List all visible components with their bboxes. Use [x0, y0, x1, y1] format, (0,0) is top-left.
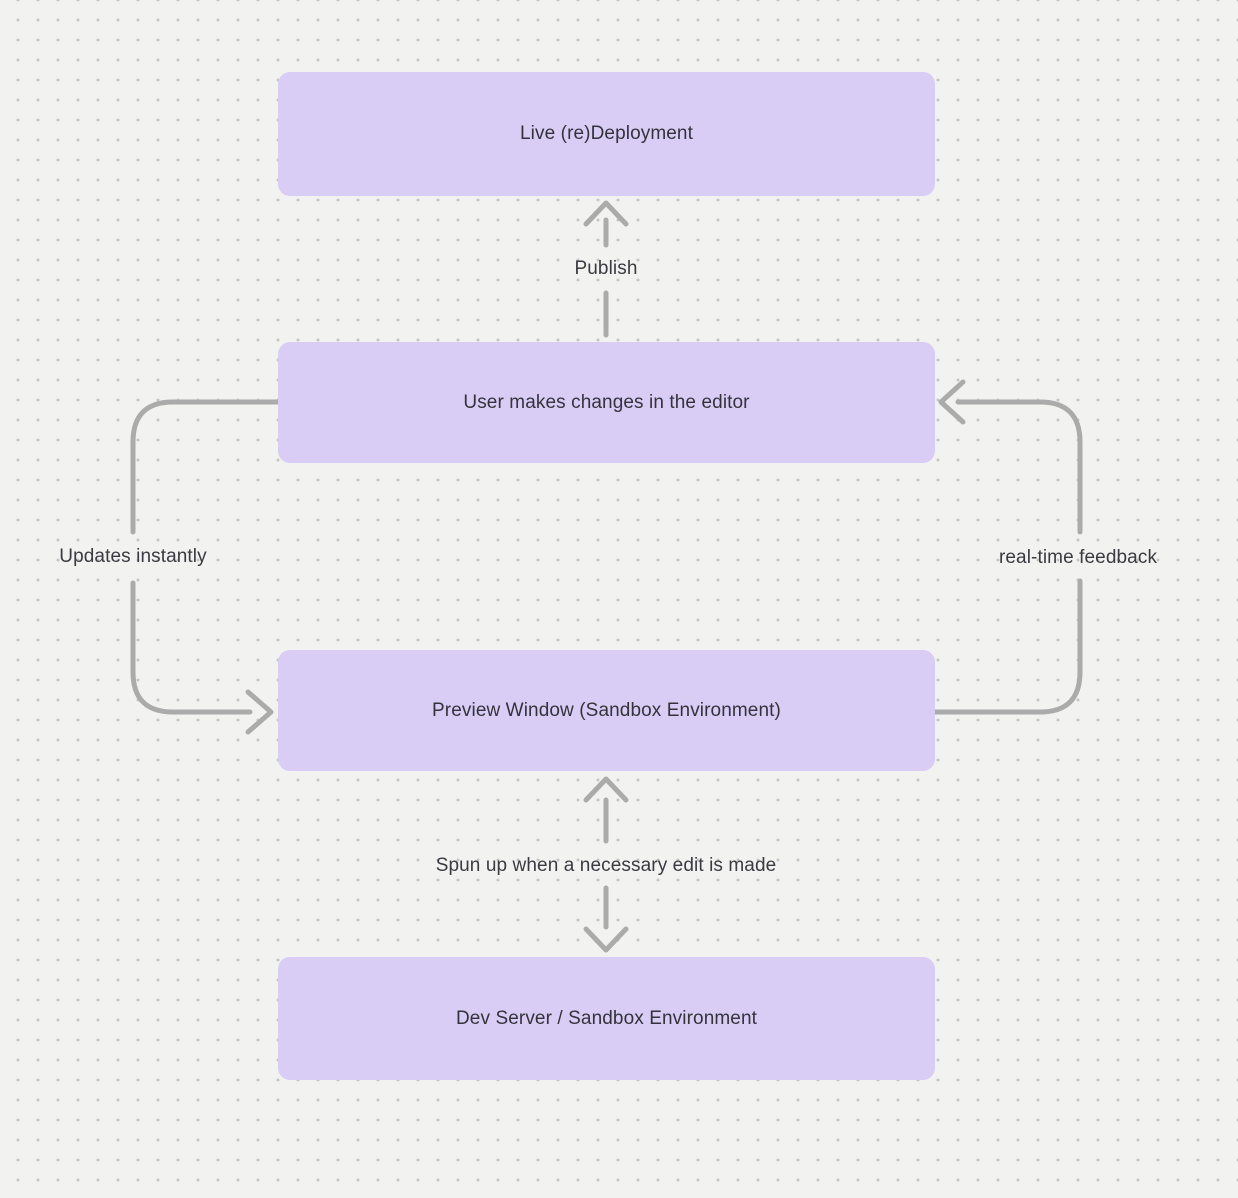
node-live-redeployment-label: Live (re)Deployment	[520, 123, 693, 144]
edge-realtime-segment-upper	[955, 399, 1083, 535]
node-dev-server-label: Dev Server / Sandbox Environment	[455, 1007, 757, 1029]
node-editor-label: User makes changes in the editor	[463, 391, 750, 413]
edge-spun-arrowhead-up-icon	[583, 776, 629, 803]
edge-updates-arrowhead-right-icon	[245, 689, 274, 735]
node-live-redeployment: Live (re)Deployment	[278, 72, 935, 196]
node-editor: User makes changes in the editor	[278, 342, 935, 463]
edge-label-spun-up: Spun up when a necessary edit is made	[435, 855, 777, 876]
edge-updates-segment-lower	[130, 580, 253, 715]
node-dev-server: Dev Server / Sandbox Environment	[278, 957, 935, 1080]
edge-realtime-arrowhead-left-icon	[938, 379, 966, 425]
edge-publish-arrowhead-up-icon	[583, 200, 629, 227]
edge-updates-segment-upper	[130, 399, 281, 535]
node-preview-window-label: Preview Window (Sandbox Environment)	[432, 699, 781, 721]
edge-label-publish: Publish	[574, 258, 638, 279]
edge-label-real-time-feedback: real-time feedback	[998, 547, 1158, 568]
edge-label-updates-instantly: Updates instantly	[59, 546, 207, 567]
edge-spun-arrowhead-down-icon	[583, 926, 629, 953]
node-preview-window: Preview Window (Sandbox Environment)	[278, 650, 935, 771]
edge-realtime-segment-lower	[932, 578, 1083, 715]
